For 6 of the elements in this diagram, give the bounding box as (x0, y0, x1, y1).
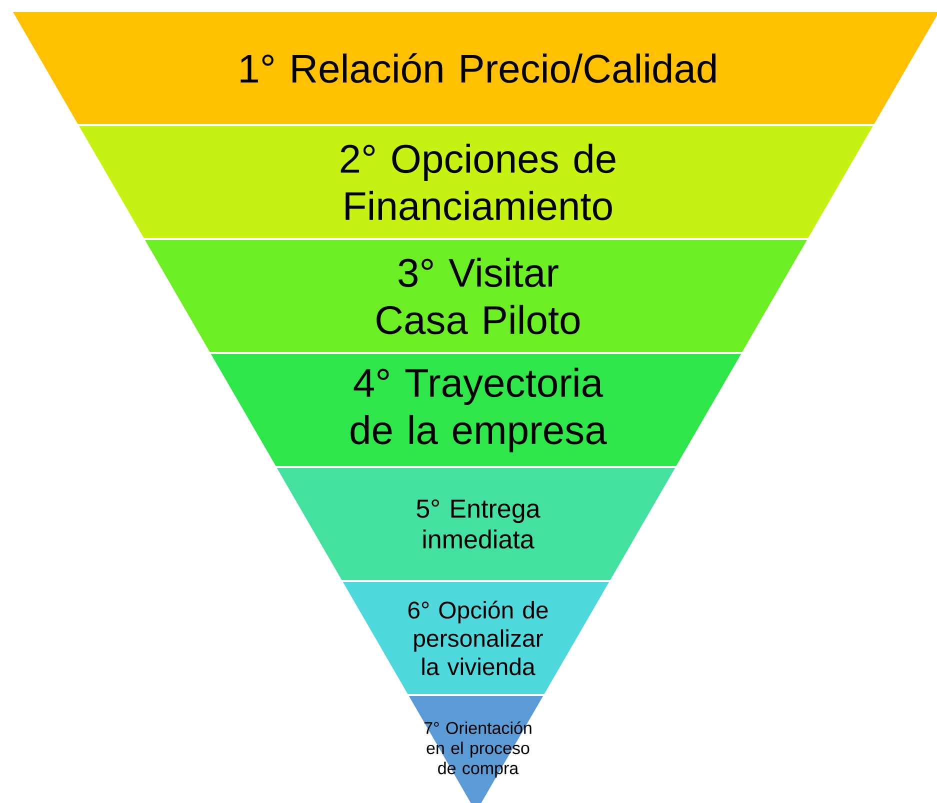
funnel-band: 3° Visitar Casa Piloto (145, 240, 807, 352)
funnel-band: 6° Opción de personalizar la vivienda (342, 582, 610, 694)
funnel-band: 2° Opciones de Financiamiento (79, 126, 873, 238)
funnel-band: 4° Trayectoria de la empresa (210, 354, 742, 466)
funnel-band: 1° Relación Precio/Calidad (13, 12, 937, 124)
funnel-band: 5° Entrega inmediata (276, 468, 676, 580)
